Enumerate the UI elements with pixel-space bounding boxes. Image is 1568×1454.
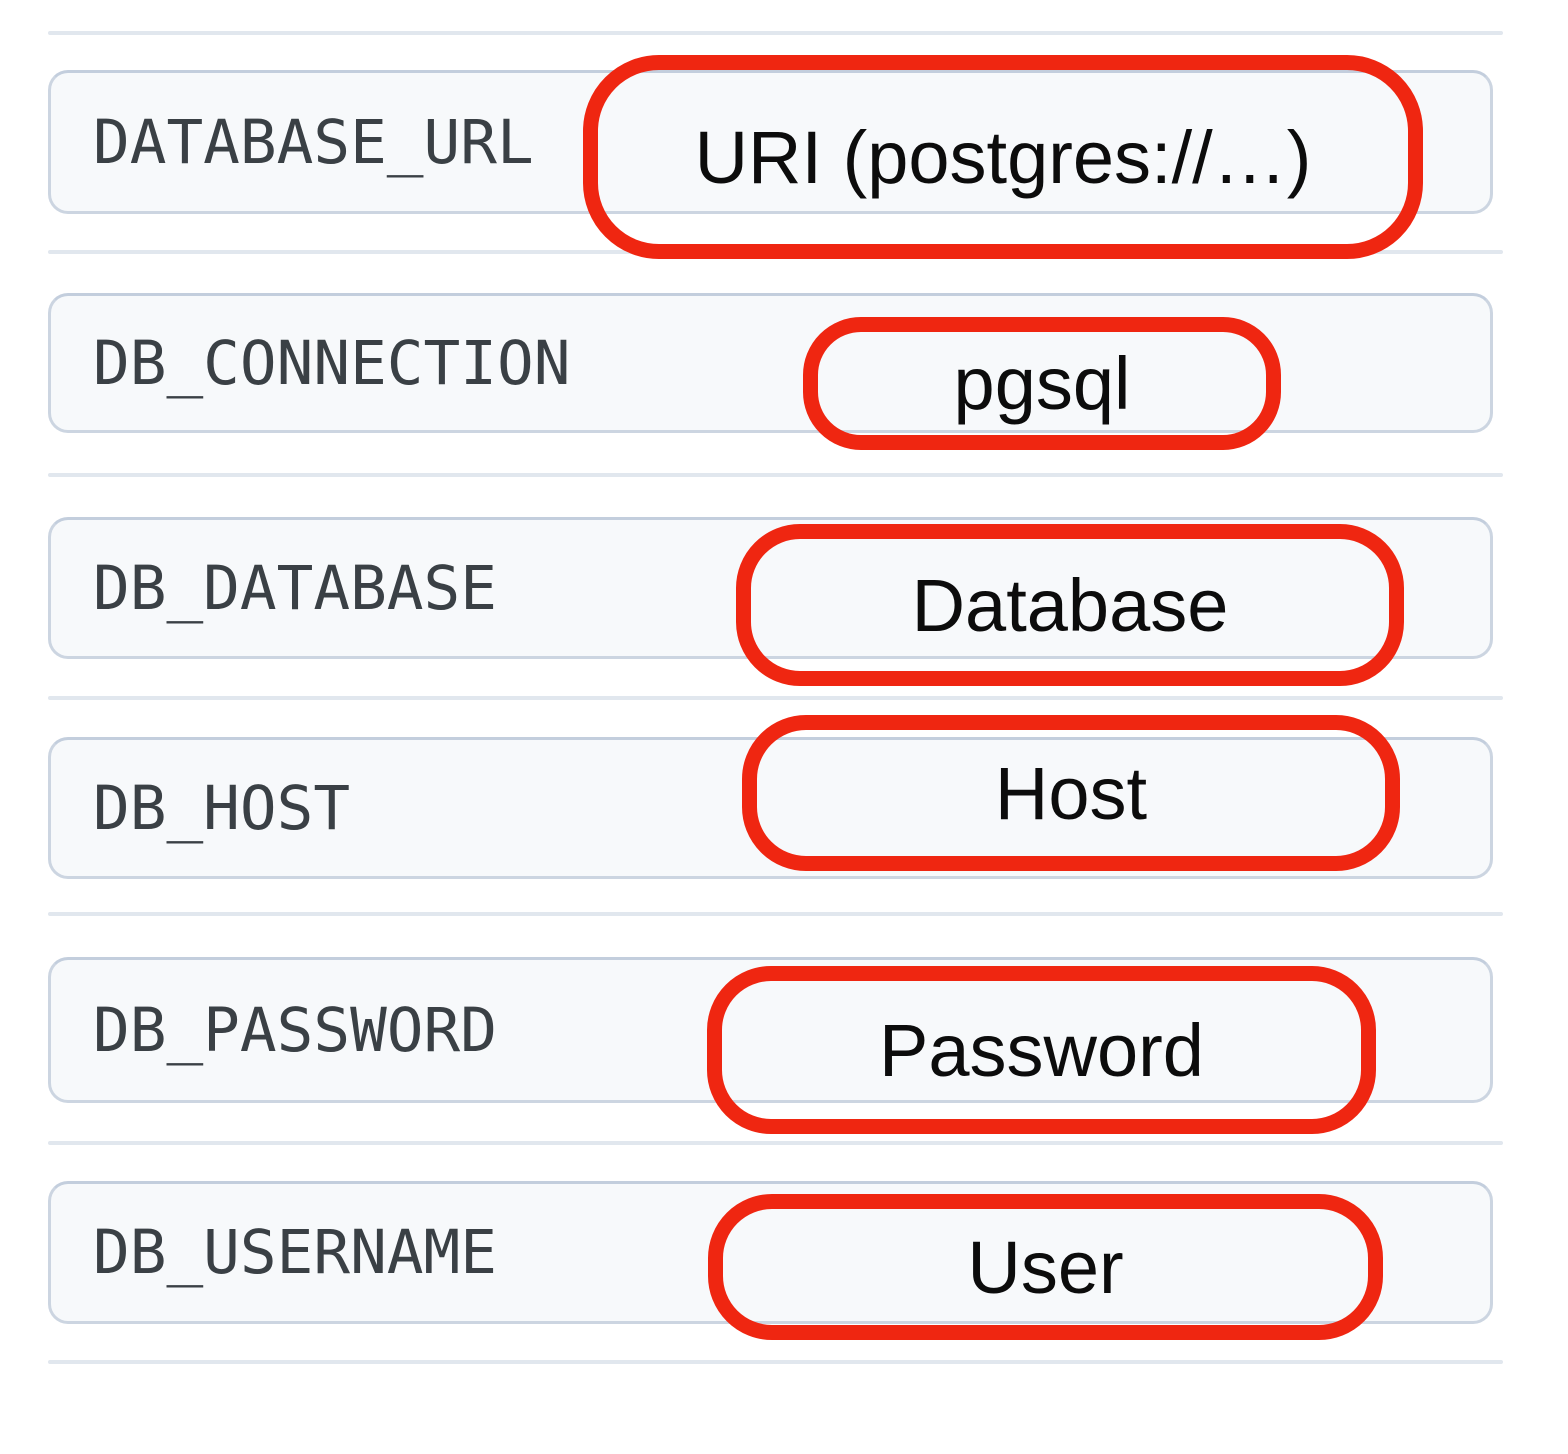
row-divider — [48, 696, 1503, 700]
annotation-ellipse: Host — [742, 715, 1400, 871]
row-divider — [48, 1141, 1503, 1145]
env-var-value[interactable]: pgsql — [953, 342, 1131, 425]
annotation-ellipse: Password — [707, 966, 1376, 1134]
annotation-ellipse: URI (postgres://…) — [583, 55, 1423, 259]
env-var-key: DB_CONNECTION — [93, 327, 571, 399]
annotation-ellipse: Database — [736, 524, 1404, 686]
annotation-ellipse: pgsql — [803, 317, 1281, 450]
env-var-key: DB_USERNAME — [93, 1217, 497, 1288]
top-divider — [48, 31, 1503, 35]
env-var-value[interactable]: User — [967, 1225, 1124, 1309]
row-divider — [48, 1360, 1503, 1364]
env-var-key: DB_DATABASE — [93, 552, 497, 624]
row-divider — [48, 473, 1503, 477]
env-var-value[interactable]: Database — [911, 563, 1229, 647]
env-var-key: DB_HOST — [93, 772, 351, 844]
annotation-ellipse: User — [708, 1194, 1383, 1340]
env-var-value[interactable]: Password — [879, 1008, 1204, 1092]
env-var-key: DATABASE_URL — [93, 106, 534, 178]
env-var-value[interactable]: Host — [994, 751, 1148, 835]
env-var-row-database-url[interactable]: DATABASE_URL — [48, 70, 1493, 214]
row-divider — [48, 912, 1503, 916]
env-var-key: DB_PASSWORD — [93, 994, 497, 1066]
env-var-value[interactable]: URI (postgres://…) — [694, 115, 1312, 199]
